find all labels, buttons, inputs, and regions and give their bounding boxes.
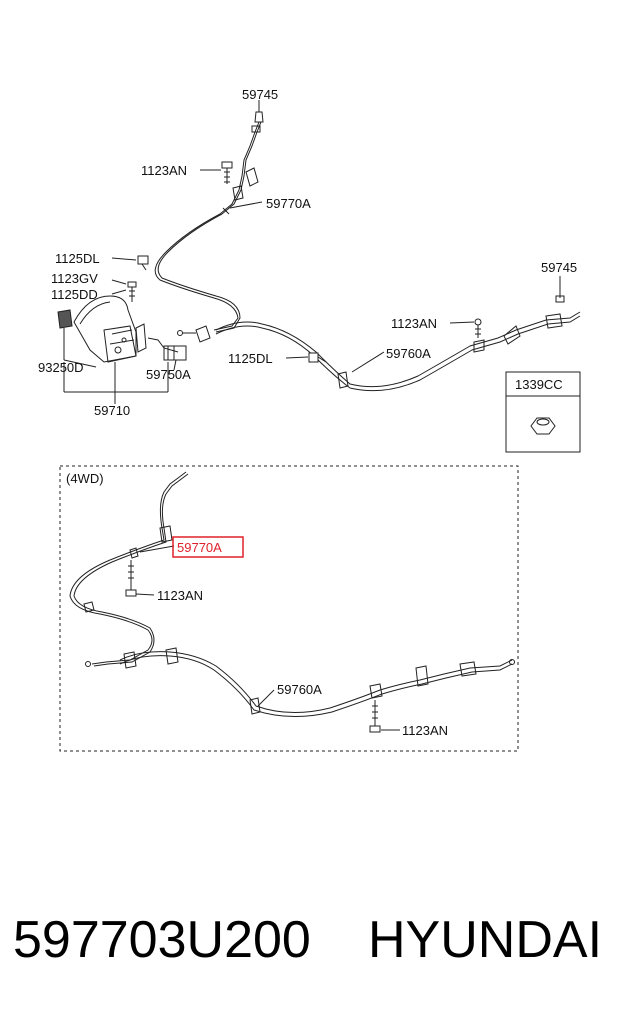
callout-1125dl-mid: 1125DL [228, 351, 273, 366]
bolt-1125dl-left [137, 255, 149, 271]
callout-1123an-4wd-b: 1123AN [402, 723, 448, 738]
cable-59770a-4wd [69, 471, 189, 667]
cable-59760a-4wd [119, 647, 515, 718]
switch-93250d [57, 309, 73, 360]
bolt-1123an-mid [474, 318, 482, 338]
cable-clip-59745-top [254, 104, 264, 123]
callout-59745-top: 59745 [242, 87, 278, 102]
bolt-1125dl-mid [308, 352, 327, 363]
callout-59745-right: 59745 [541, 260, 577, 275]
callout-1125dd: 1125DD [51, 287, 98, 302]
callout-59770a-top: 59770A [266, 196, 311, 211]
parking-brake-lever-59710 [73, 295, 187, 363]
callout-59710: 59710 [94, 403, 130, 418]
bolt-1123gv [127, 281, 137, 302]
callout-59770a-4wd: 59770A [177, 540, 222, 555]
part-number: 597703U200 [13, 911, 311, 969]
callout-59750a: 59750A [146, 367, 191, 382]
callout-1339cc: 1339CC [515, 377, 563, 392]
footer: 597703U200 HYUNDAI [0, 900, 620, 990]
callout-1123an-mid: 1123AN [391, 316, 437, 331]
callout-1123an-top: 1123AN [141, 163, 187, 178]
bolt-1123an-top [221, 161, 233, 184]
highlight-box [172, 536, 244, 558]
brand-name: HYUNDAI [368, 911, 603, 969]
callout-1125dl-left: 1125DL [55, 251, 100, 266]
callout-59760a-top: 59760A [386, 346, 431, 361]
leader-lines-4wd [135, 545, 400, 731]
parking-brake-cable-59770a [154, 121, 262, 333]
callout-1123gv: 1123GV [51, 271, 98, 286]
parking-brake-cable-59760a [177, 311, 581, 392]
nut-1339cc-box [505, 371, 581, 453]
bolt-1123an-4wd-b [369, 700, 381, 733]
leader-lines-top [63, 100, 561, 404]
callout-4wd-title: (4WD) [66, 471, 104, 486]
cable-clip-59745-right [555, 280, 565, 303]
bolt-1123an-4wd-a [125, 560, 137, 597]
frame-4wd [59, 465, 519, 752]
callout-59760a-4wd: 59760A [277, 682, 322, 697]
callout-93250d: 93250D [38, 360, 84, 375]
callout-1123an-4wd-a: 1123AN [157, 588, 203, 603]
